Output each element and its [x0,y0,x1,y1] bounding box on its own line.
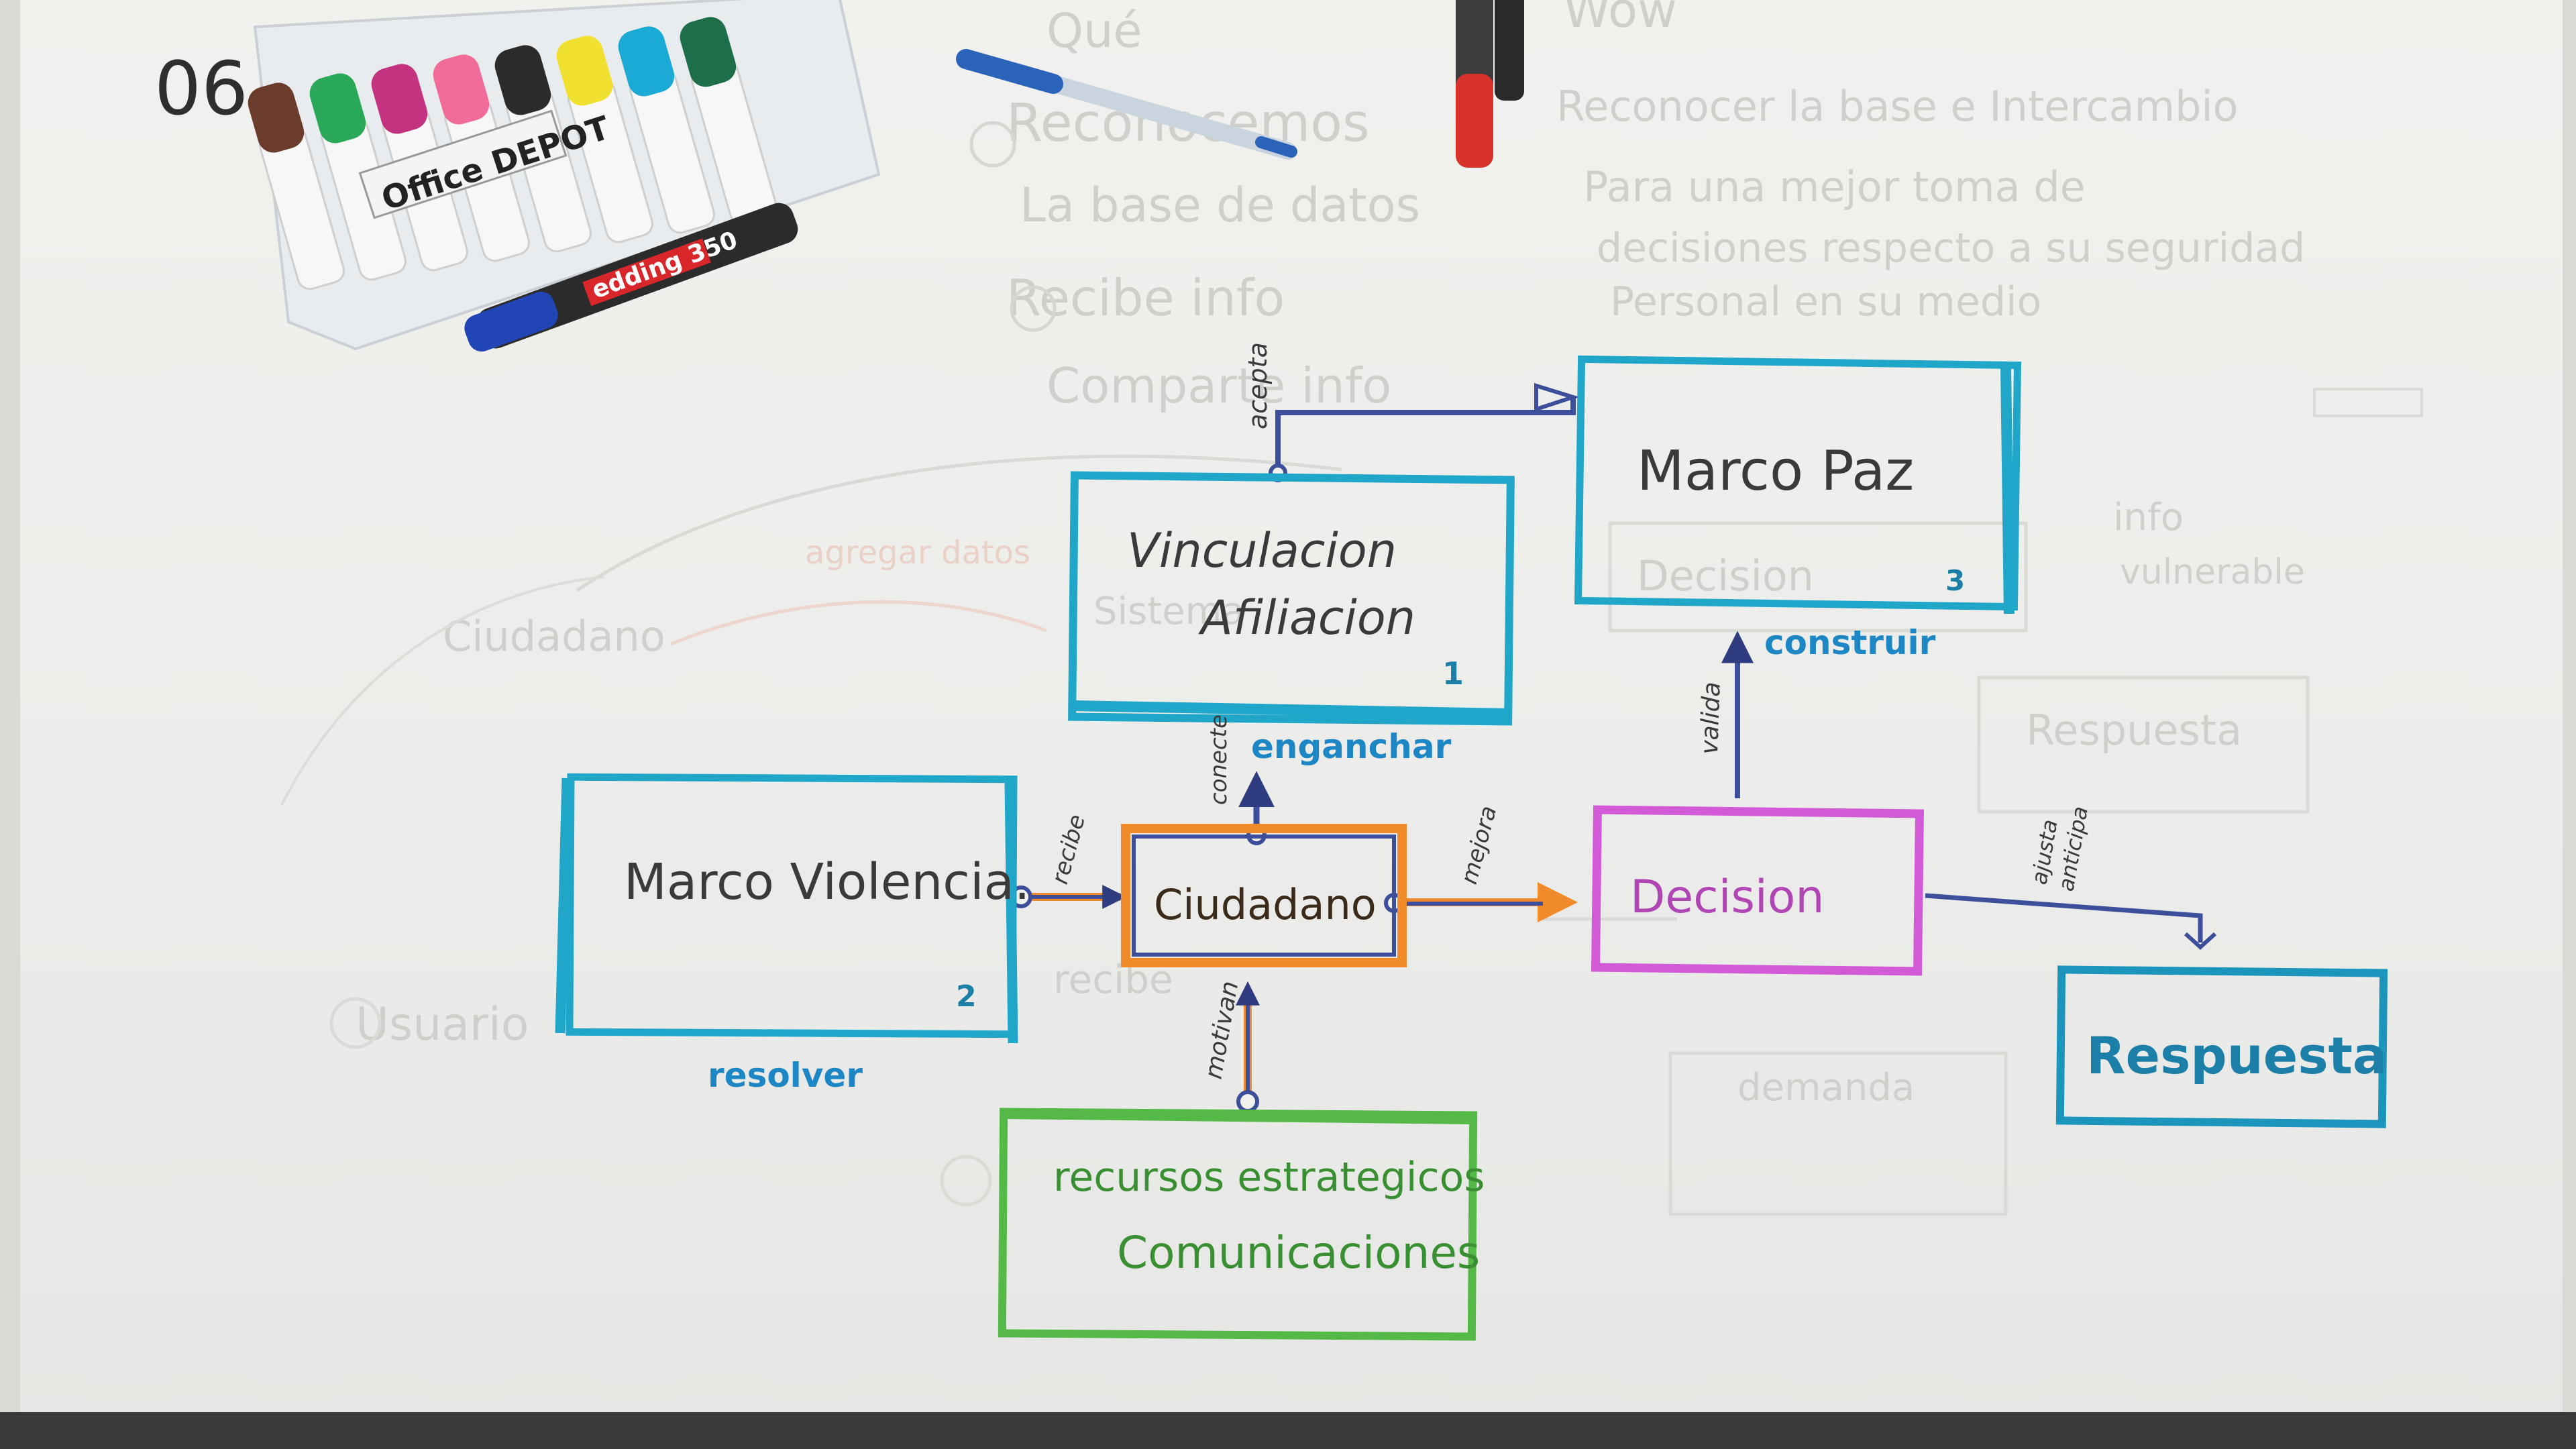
edge-label: anticipa [2053,804,2093,893]
node-ciudadano: Ciudadano [1121,824,1407,967]
edge-caption: enganchar [1251,727,1452,766]
edge-label: recibe [1046,812,1091,887]
edge-label: motivan [1199,979,1244,1081]
ghost-text: Para una mejor toma de [1583,162,2086,211]
edge-caption: construir [1764,623,1936,662]
box-shadow-stroke [1073,700,1510,719]
marker-body-second [1495,0,1524,101]
node-label: Vinculacion [1127,523,1397,578]
marker-pack: Office DEPOT [248,0,881,351]
node-box [2055,965,2388,1128]
edge-label: valida [1696,682,1726,755]
ballpoint-pen [956,49,1297,160]
node-label: Comunicaciones [1117,1227,1480,1279]
red-marker [1456,0,1524,168]
edge-caption: resolver [708,1056,863,1095]
ghost-text: decisiones respecto a su seguridad [1597,225,2305,272]
sheet-number: 06 [154,46,248,131]
ghost-text: Reconocer la base e Intercambio [1556,82,2239,131]
ghost-text: vulnerable [2120,552,2305,592]
node-box-inner [1132,835,1396,957]
edge-vinculacion-paz [1275,396,1576,473]
ghost-text: Personal en su medio [1610,278,2041,325]
node-box [1574,355,2022,611]
node-number: 2 [956,979,977,1014]
node-label: Afiliacion [1198,590,1415,645]
pack-label [358,109,568,219]
marker-cap [309,73,366,144]
node-label: Marco Paz [1637,439,1914,503]
ghost-text: Comparte info [1046,358,1391,414]
box-shadow-stroke [1002,1108,1473,1124]
marker-cap [680,17,737,87]
node-label: Marco Violencia. [624,853,1030,911]
edge-decision-respuesta [1925,893,2203,943]
edge-port [1236,1090,1259,1113]
node-respuesta: Respuesta [2055,965,2388,1128]
edge-label: conecte [1205,714,1232,805]
ghost-text: Sistema [1093,590,1245,633]
node-label: recursos estrategicos [1053,1154,1485,1201]
edge-label: mejora [1456,803,1502,887]
node-box [998,1108,1478,1341]
arrowhead-open [2184,932,2217,951]
marker-cap [1456,74,1493,168]
ghost-text: Qué [1046,3,1142,58]
ghost-text: demanda [1737,1066,1915,1110]
node-box [1591,805,1924,976]
node-box [1068,471,1515,726]
ghost-notes: Qué Reconocemos La base de datos Recibe … [280,0,2423,1216]
marker-cap [494,45,551,115]
node-marco-paz: Marco Paz 3 [1574,355,2022,614]
marker-cap [556,36,613,106]
ghost-text: Decision [1637,551,1814,600]
node-number: 1 [1442,655,1464,692]
ghost-text: Respuesta [2026,706,2242,755]
edge-label: acepta [1243,342,1273,429]
node-box-outer [1121,824,1407,967]
box-shadow-stroke [2000,367,2015,614]
node-label: Ciudadano [1154,880,1377,929]
node-vinculacion: Vinculacion Afiliacion 1 [1068,471,1515,726]
ghost-text: Recibe info [1006,268,1285,327]
node-marco-violencia: Marco Violencia. 2 [555,773,1030,1044]
marker-band [582,238,711,307]
ghost-text: agregar datos [805,534,1030,572]
table-edge [0,1412,2576,1449]
ghost-text: Ciudadano [443,612,665,661]
box-shadow-stroke [1004,781,1018,1044]
node-label: Decision [1630,871,1825,924]
ghost-text: Wow [1563,0,1677,38]
ghost-text: Usuario [356,998,529,1051]
node-recursos: recursos estrategicos Comunicaciones [998,1108,1485,1341]
marker-cap [371,64,428,134]
marker-cap [618,26,675,97]
ghost-text: La base de datos [1020,178,1420,233]
pen-cap [956,49,1063,94]
node-number: 3 [1945,564,1965,597]
pen-tip [1255,136,1297,158]
marker-cap [248,83,305,153]
box-shadow-stroke [555,777,572,1034]
node-label: Respuesta [2086,1026,2387,1085]
marker-cap [433,54,490,125]
marker-cap [464,291,558,352]
ghost-text: info [2113,496,2184,539]
node-decision: Decision [1591,805,1924,976]
arrowhead-open [1534,382,1580,413]
